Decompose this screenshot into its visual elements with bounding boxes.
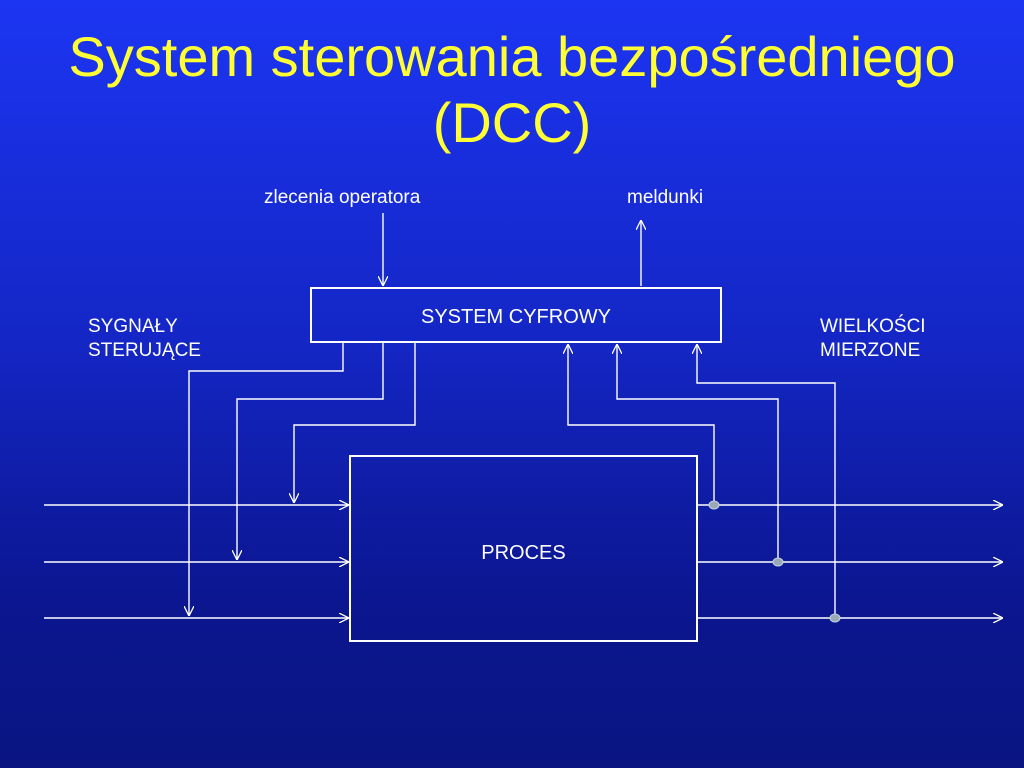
control-signals-label-line-2: STERUJĄCE — [88, 340, 201, 361]
slide-title-line-2: (DCC) — [432, 91, 592, 154]
slide-title-line-1: System sterowania bezpośredniego — [68, 25, 956, 88]
control-signals-label-line-1: SYGNAŁY — [88, 316, 178, 337]
measurement-line-2 — [617, 344, 779, 562]
reports-label: meldunki — [627, 187, 704, 208]
measured-quantities-label-line-1: WIELKOŚCI — [820, 316, 926, 337]
operator-orders-label: zlecenia operatora — [264, 187, 421, 208]
junction-dot-2 — [772, 557, 784, 567]
measurement-line-3 — [697, 344, 836, 618]
junction-dot-3 — [829, 613, 841, 623]
measured-quantities-label: WIELKOŚCI MIERZONE — [820, 315, 926, 363]
process-block: PROCES — [349, 455, 698, 642]
control-line-1 — [189, 343, 344, 616]
control-line-3 — [294, 343, 416, 503]
slide-title: System sterowania bezpośredniego (DCC) — [0, 24, 1024, 156]
measurement-line-1 — [568, 344, 715, 505]
digital-system-label: SYSTEM CYFROWY — [420, 306, 611, 328]
digital-system-block: SYSTEM CYFROWY — [310, 287, 722, 343]
control-line-2 — [237, 343, 384, 560]
process-label: PROCES — [481, 542, 566, 564]
junction-dot-1 — [708, 500, 720, 510]
control-signals-label: SYGNAŁY STERUJĄCE — [88, 315, 201, 363]
measured-quantities-label-line-2: MIERZONE — [820, 340, 921, 361]
